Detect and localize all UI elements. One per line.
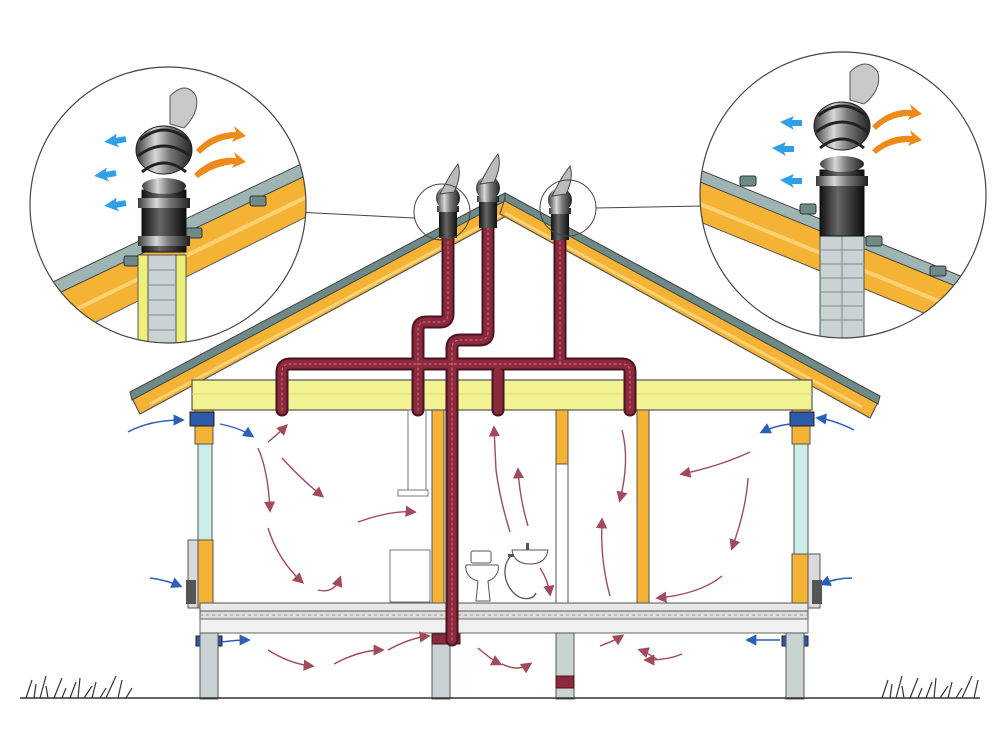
callout-left <box>29 66 307 344</box>
exhaust-arrow <box>194 126 246 178</box>
ventilation-ducts <box>275 213 637 647</box>
rotating-turbine-ventilator-icon <box>436 152 572 240</box>
detail-callout-circle <box>413 183 471 241</box>
airflow-arrows-outside <box>127 413 855 646</box>
floor-slab <box>199 602 809 634</box>
left-eave-vent <box>189 411 215 427</box>
right-vent-grille <box>812 580 822 604</box>
right-window <box>793 443 809 555</box>
callout-leader-right <box>595 205 703 209</box>
house <box>20 152 980 700</box>
callout-leader-left <box>295 211 415 219</box>
wash-basin-icon <box>504 543 549 600</box>
right-eave-vent <box>789 411 815 427</box>
toilet-icon <box>465 550 499 602</box>
left-vent-grille <box>186 580 196 604</box>
intake-arrow <box>772 116 802 188</box>
interior-partitions <box>397 409 650 604</box>
callout-right <box>699 51 987 339</box>
underfloor-duct-inlet <box>555 675 575 689</box>
cabinet-icon <box>389 549 431 603</box>
attic-space <box>195 205 805 392</box>
intake-arrow <box>94 133 127 212</box>
foundation-piers <box>199 632 805 700</box>
left-window <box>197 443 213 541</box>
airflow-arrows-inside <box>257 424 751 674</box>
turbine-large-right <box>813 63 880 237</box>
grass-tuft-icon <box>25 675 979 699</box>
exhaust-arrow <box>872 104 922 154</box>
turbine-large-left <box>135 87 198 253</box>
